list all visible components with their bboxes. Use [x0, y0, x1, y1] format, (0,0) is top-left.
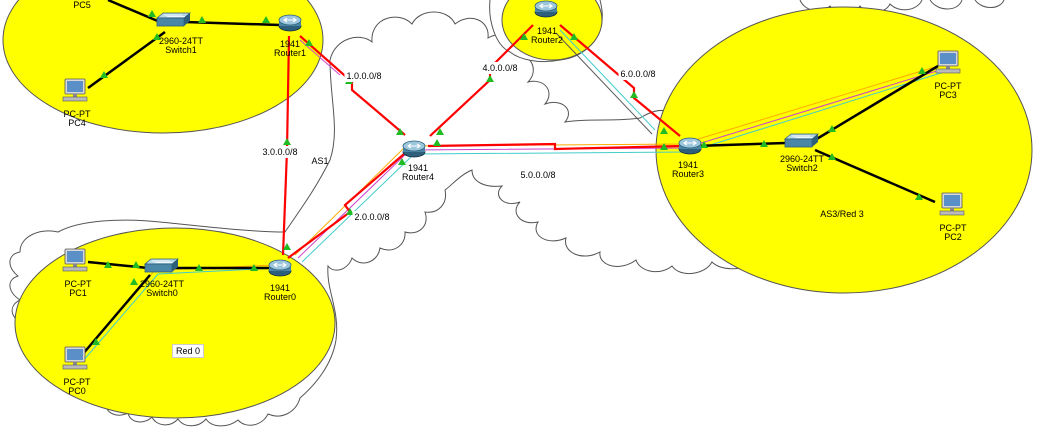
- pc0-icon[interactable]: [62, 346, 88, 370]
- pc0-model: PC-PT: [63, 377, 91, 387]
- pc2-model: PC-PT: [939, 223, 967, 233]
- router2-label: 1941 Router2: [531, 27, 563, 45]
- network-label-3: 3.0.0.0/8: [260, 146, 300, 158]
- pc2-label: PC-PT PC2: [940, 224, 967, 242]
- pc1-label: PC-PT PC1: [65, 280, 92, 298]
- pc3-name: PC3: [939, 90, 957, 100]
- pc2-icon[interactable]: [939, 192, 965, 216]
- pc5-name: PC5: [73, 0, 91, 10]
- switch1-label: 2960-24TT Switch1: [159, 37, 203, 55]
- pc0-name: PC0: [68, 386, 86, 396]
- network-label-4: 4.0.0.0/8: [480, 62, 520, 74]
- switch0-label: 2960-24TT Switch0: [140, 280, 184, 298]
- router3-name: Router3: [671, 169, 705, 179]
- pc5-label: PC5: [73, 1, 91, 10]
- router2-name: Router2: [530, 35, 564, 45]
- switch0-icon[interactable]: [144, 258, 179, 273]
- router4-label: 1941 Router4: [402, 164, 434, 182]
- area-router2: [501, 0, 603, 61]
- switch1-icon[interactable]: [156, 12, 191, 27]
- router1-model: 1941: [279, 39, 301, 49]
- area-red0: [14, 227, 336, 419]
- pc4-model: PC-PT: [63, 109, 91, 119]
- router0-name: Router0: [263, 292, 297, 302]
- pc1-icon[interactable]: [62, 248, 88, 272]
- router1-icon[interactable]: [278, 14, 302, 32]
- network-label-2: 2.0.0.0/8: [352, 211, 392, 223]
- router3-label: 1941 Router3: [672, 161, 704, 179]
- pc3-label: PC-PT PC3: [935, 82, 962, 100]
- router0-icon[interactable]: [268, 259, 292, 277]
- area-label-as3: AS3/Red 3: [820, 209, 864, 219]
- router3-icon[interactable]: [678, 137, 702, 155]
- port-indicators: [92, 10, 926, 345]
- switch1-model: 2960-24TT: [158, 36, 204, 46]
- router1-label: 1941 Router1: [274, 40, 306, 58]
- router4-name: Router4: [401, 172, 435, 182]
- pc4-icon[interactable]: [62, 78, 88, 102]
- pc3-model: PC-PT: [934, 81, 962, 91]
- router0-model: 1941: [269, 283, 291, 293]
- area-label-red0: Red 0: [171, 344, 205, 358]
- network-label-5: 5.0.0.0/8: [518, 169, 558, 181]
- switch2-label: 2960-24TT Switch2: [780, 155, 824, 173]
- pc1-model: PC-PT: [64, 279, 92, 289]
- network-label-1: 1.0.0.0/8: [344, 70, 384, 82]
- router3-model: 1941: [677, 160, 699, 170]
- switch2-icon[interactable]: [784, 133, 819, 148]
- pc4-name: PC4: [68, 118, 86, 128]
- router4-model: 1941: [407, 163, 429, 173]
- trace-lines: [77, 29, 945, 363]
- switch0-model: 2960-24TT: [139, 279, 185, 289]
- pc2-name: PC2: [944, 232, 962, 242]
- router1-name: Router1: [273, 48, 307, 58]
- switch1-name: Switch1: [165, 45, 197, 55]
- pc3-icon[interactable]: [935, 50, 961, 74]
- router2-icon[interactable]: [534, 0, 558, 18]
- switch2-name: Switch2: [786, 163, 818, 173]
- switch2-model: 2960-24TT: [779, 154, 825, 164]
- pc0-label: PC-PT PC0: [64, 378, 91, 396]
- router4-icon[interactable]: [402, 140, 426, 158]
- serial-links: [281, 24, 683, 259]
- pc4-label: PC-PT PC4: [64, 110, 91, 128]
- router2-model: 1941: [536, 26, 558, 36]
- area-label-as1: AS1: [311, 156, 329, 166]
- switch0-name: Switch0: [146, 288, 178, 298]
- area-as3: [655, 6, 1033, 294]
- pc1-name: PC1: [69, 288, 87, 298]
- router0-label: 1941 Router0: [264, 284, 296, 302]
- network-label-6: 6.0.0.0/8: [618, 68, 658, 80]
